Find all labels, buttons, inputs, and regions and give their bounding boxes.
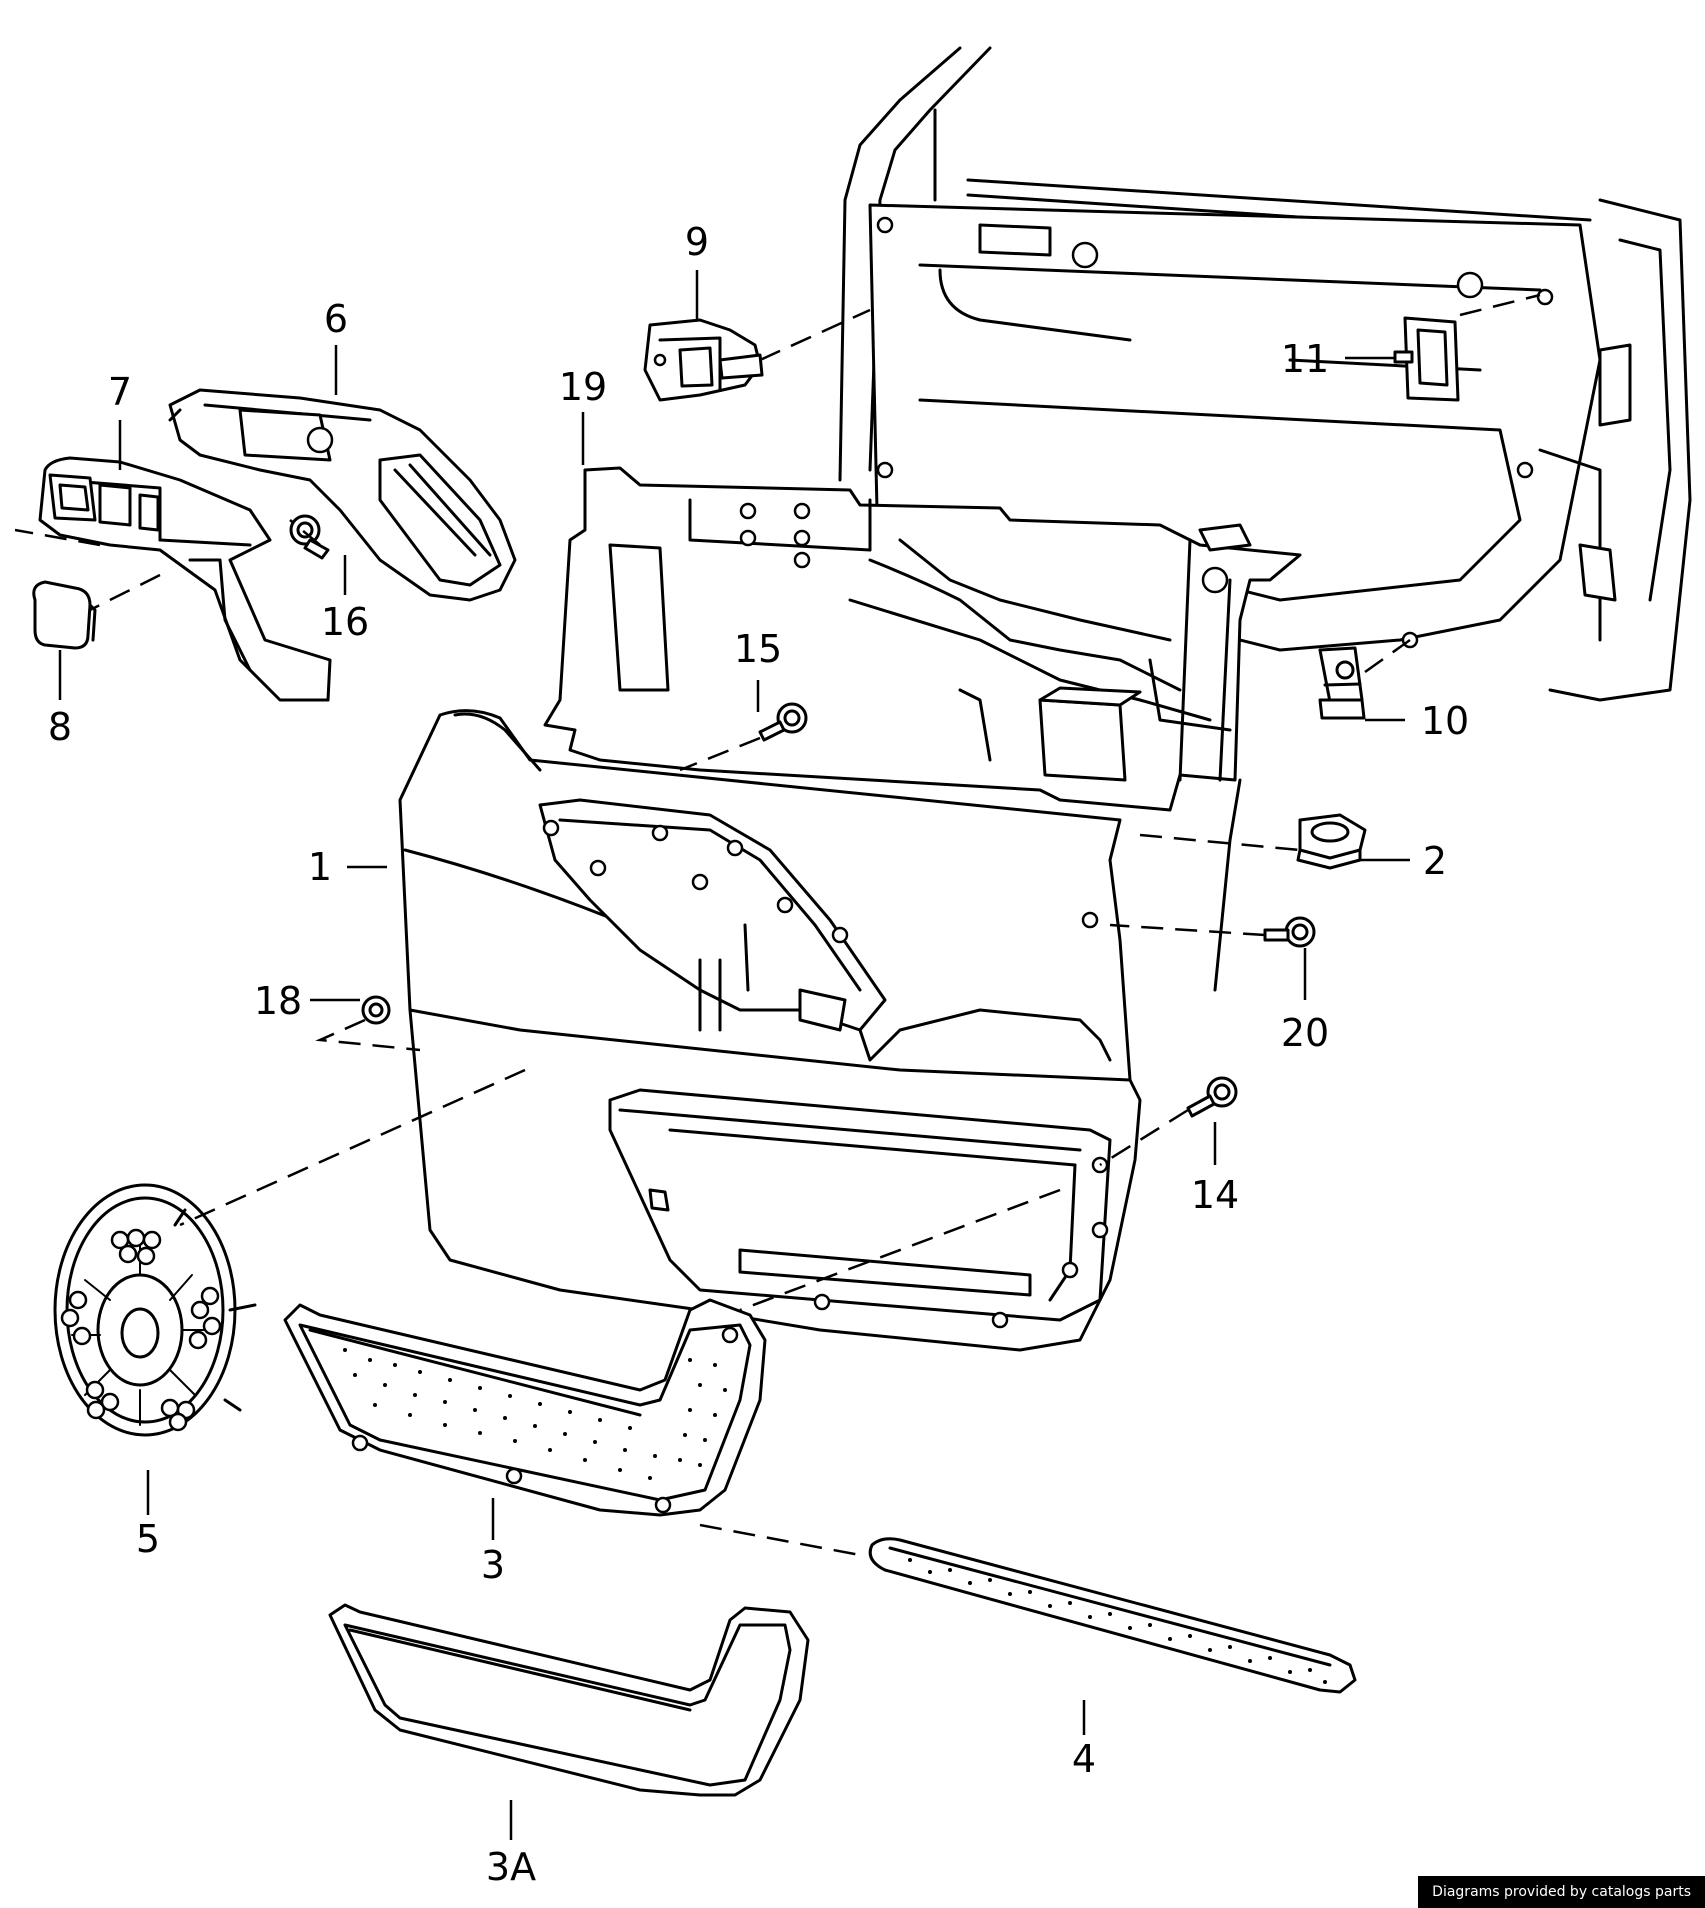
part-19-insulation-sheet: [543, 466, 1302, 992]
callout-6: 6: [324, 297, 348, 341]
callout-3: 3: [481, 1543, 505, 1587]
callout-7: 7: [108, 370, 132, 414]
callout-leaders: [58, 270, 1410, 1840]
part-4-trim-strip: [868, 1537, 1357, 1694]
part-11-lock-bracket: [1393, 316, 1460, 402]
part-15-screw: [758, 702, 808, 742]
callout-20: 20: [1281, 1011, 1329, 1055]
part-7-armrest-trim: [38, 456, 332, 702]
callout-labels: 1 2 3 3A 4 5 6 7 8 9 10 11 14 15 16 18 1…: [48, 220, 1469, 1889]
callout-16: 16: [321, 600, 369, 644]
part-9-handle-bracket: [643, 318, 764, 402]
callout-18: 18: [254, 979, 302, 1023]
assembly-dash-lines: [14, 293, 1541, 1557]
part-14-screw: [1186, 1076, 1238, 1118]
diagram-credit-badge: Diagrams provided by catalogs parts: [1418, 1876, 1705, 1908]
part-10-clip: [1318, 646, 1366, 720]
callout-4: 4: [1072, 1737, 1096, 1781]
part-6-inner-handle-housing: [168, 388, 517, 602]
callout-8: 8: [48, 705, 72, 749]
part-3a-door-pocket: [328, 1603, 810, 1797]
callout-11: 11: [1281, 337, 1329, 381]
callout-5: 5: [136, 1517, 160, 1561]
strip-perforation-pattern: [908, 1558, 1327, 1684]
callout-10: 10: [1421, 699, 1469, 743]
part-1-door-trim-panel: [398, 709, 1142, 1352]
callout-14: 14: [1191, 1173, 1239, 1217]
part-2-retainer-clip: [1296, 813, 1367, 870]
part-3-door-pocket: [283, 1298, 767, 1517]
callout-15: 15: [734, 627, 782, 671]
callout-3a: 3A: [486, 1845, 536, 1889]
part-8-cover-cap: [32, 580, 97, 650]
callout-19: 19: [559, 365, 607, 409]
callout-1: 1: [308, 845, 332, 889]
callout-9: 9: [685, 220, 709, 264]
part-20-screw: [1263, 916, 1316, 948]
callout-2: 2: [1423, 839, 1447, 883]
part-5-speaker: [53, 1183, 257, 1437]
part-18-plug: [361, 995, 391, 1025]
pocket-perforation-pattern: [343, 1348, 727, 1480]
